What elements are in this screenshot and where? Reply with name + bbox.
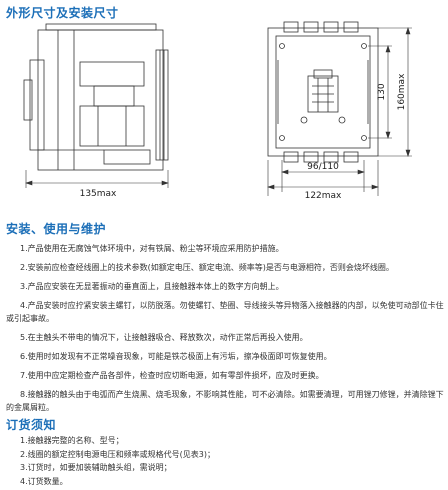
total-height-label: 160max — [397, 73, 407, 110]
side-view-drawing — [23, 23, 169, 171]
front-height-dimensions — [368, 27, 412, 157]
ordering-item: 4.订货数量。 — [20, 476, 68, 486]
ordering-item: 2.线圈的额定控制电源电压和频率或规格代号(见表3)； — [20, 449, 215, 459]
dimension-drawing: 135max — [23, 21, 412, 201]
dimensions-title: 外形尺寸及安装尺寸 — [6, 6, 119, 20]
installation-item: 4.产品安装时应拧紧安装主螺钉，以防脱落。勿使螺钉、垫圈、导线接头等异物落入接触… — [6, 301, 444, 323]
installation-item: 1.产品使用在无腐蚀气体环境中，对有铁屑、粉尘等环境应采用防护措施。 — [20, 244, 284, 253]
installation-item: 6.使用时如发现有不正常噪音现象，可能是铁芯极面上有污垢，擦净极面即可恢复使用。 — [20, 352, 332, 361]
installation-item: 5.在主触头不带电的情况下，让接触器吸合、释放数次，动作正常后再投入使用。 — [20, 333, 308, 342]
front-width-dimensions — [267, 160, 379, 196]
ordering-list: 1.接触器完整的名称、型号； 2.线圈的额定控制电源电压和频率或规格代号(见表3… — [6, 434, 436, 488]
installation-title: 安装、使用与维护 — [6, 222, 107, 236]
front-view-drawing — [267, 21, 379, 163]
mount-height-label: 130 — [377, 83, 387, 100]
front-inner-width-label: 96/110 — [307, 162, 339, 172]
installation-item: 2.安装前应检查经线圈上的技术参数(如额定电压、额定电流、频率等)是否与电源相符… — [20, 263, 394, 272]
installation-item: 7.使用中应定期检查产品各部件，检查时应切断电源，如有零部件损坏，应及时更换。 — [20, 371, 324, 380]
installation-list: 1.产品使用在无腐蚀气体环境中，对有铁屑、粉尘等环境应采用防护措施。 2.安装前… — [6, 242, 444, 414]
side-width-dimension — [25, 170, 169, 188]
side-width-label: 135max — [80, 189, 117, 199]
ordering-item: 3.订货时，如要加装辅助触头组，需说明； — [20, 463, 172, 472]
installation-item: 3.产品应安装在无显著振动的垂直面上，且接触器本体上的数字方向朝上。 — [20, 282, 284, 291]
front-outer-width-label: 122max — [305, 191, 342, 201]
ordering-item: 1.接触器完整的名称、型号； — [20, 436, 124, 445]
ordering-title: 订货须知 — [6, 418, 57, 432]
installation-item: 8.接触器的触头由于电弧而产生烧黑、烧毛现象，不影响其性能，可不必清除。如需要清… — [6, 390, 444, 412]
